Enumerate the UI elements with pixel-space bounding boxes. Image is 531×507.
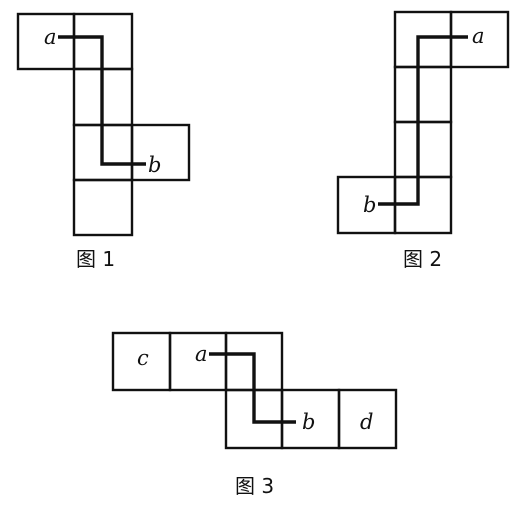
fig2-square-3 (393, 120, 453, 179)
fig3-label-c: c (137, 346, 149, 370)
fig2-square-top-right (449, 10, 510, 69)
fig3-label-d: d (360, 410, 373, 434)
fig1-caption: 图 1 (76, 247, 115, 271)
figure-3: c a b d 图 3 (111, 331, 398, 498)
fig2-square-top (393, 10, 453, 69)
fig3-label-a: a (195, 342, 208, 366)
fig2-label-a: a (472, 24, 485, 48)
fig3-label-b: b (302, 410, 315, 434)
fig3-caption: 图 3 (235, 474, 274, 498)
figure-2: a b 图 2 (336, 10, 510, 271)
fig1-label-a: a (44, 25, 57, 49)
fig3-square-d (337, 388, 398, 450)
fig1-path-a-to-b (58, 35, 146, 166)
fig3-path-a-to-b (209, 352, 296, 424)
fig2-square-2 (393, 65, 453, 124)
fig2-path-a-to-b (378, 35, 468, 206)
fig1-label-b: b (148, 153, 161, 177)
fig2-caption: 图 2 (403, 247, 442, 271)
fig2-label-b: b (363, 193, 376, 217)
fig1-square-bottom (72, 178, 134, 237)
fig1-square-right (130, 123, 191, 182)
figure-1: a b 图 1 (16, 12, 191, 271)
